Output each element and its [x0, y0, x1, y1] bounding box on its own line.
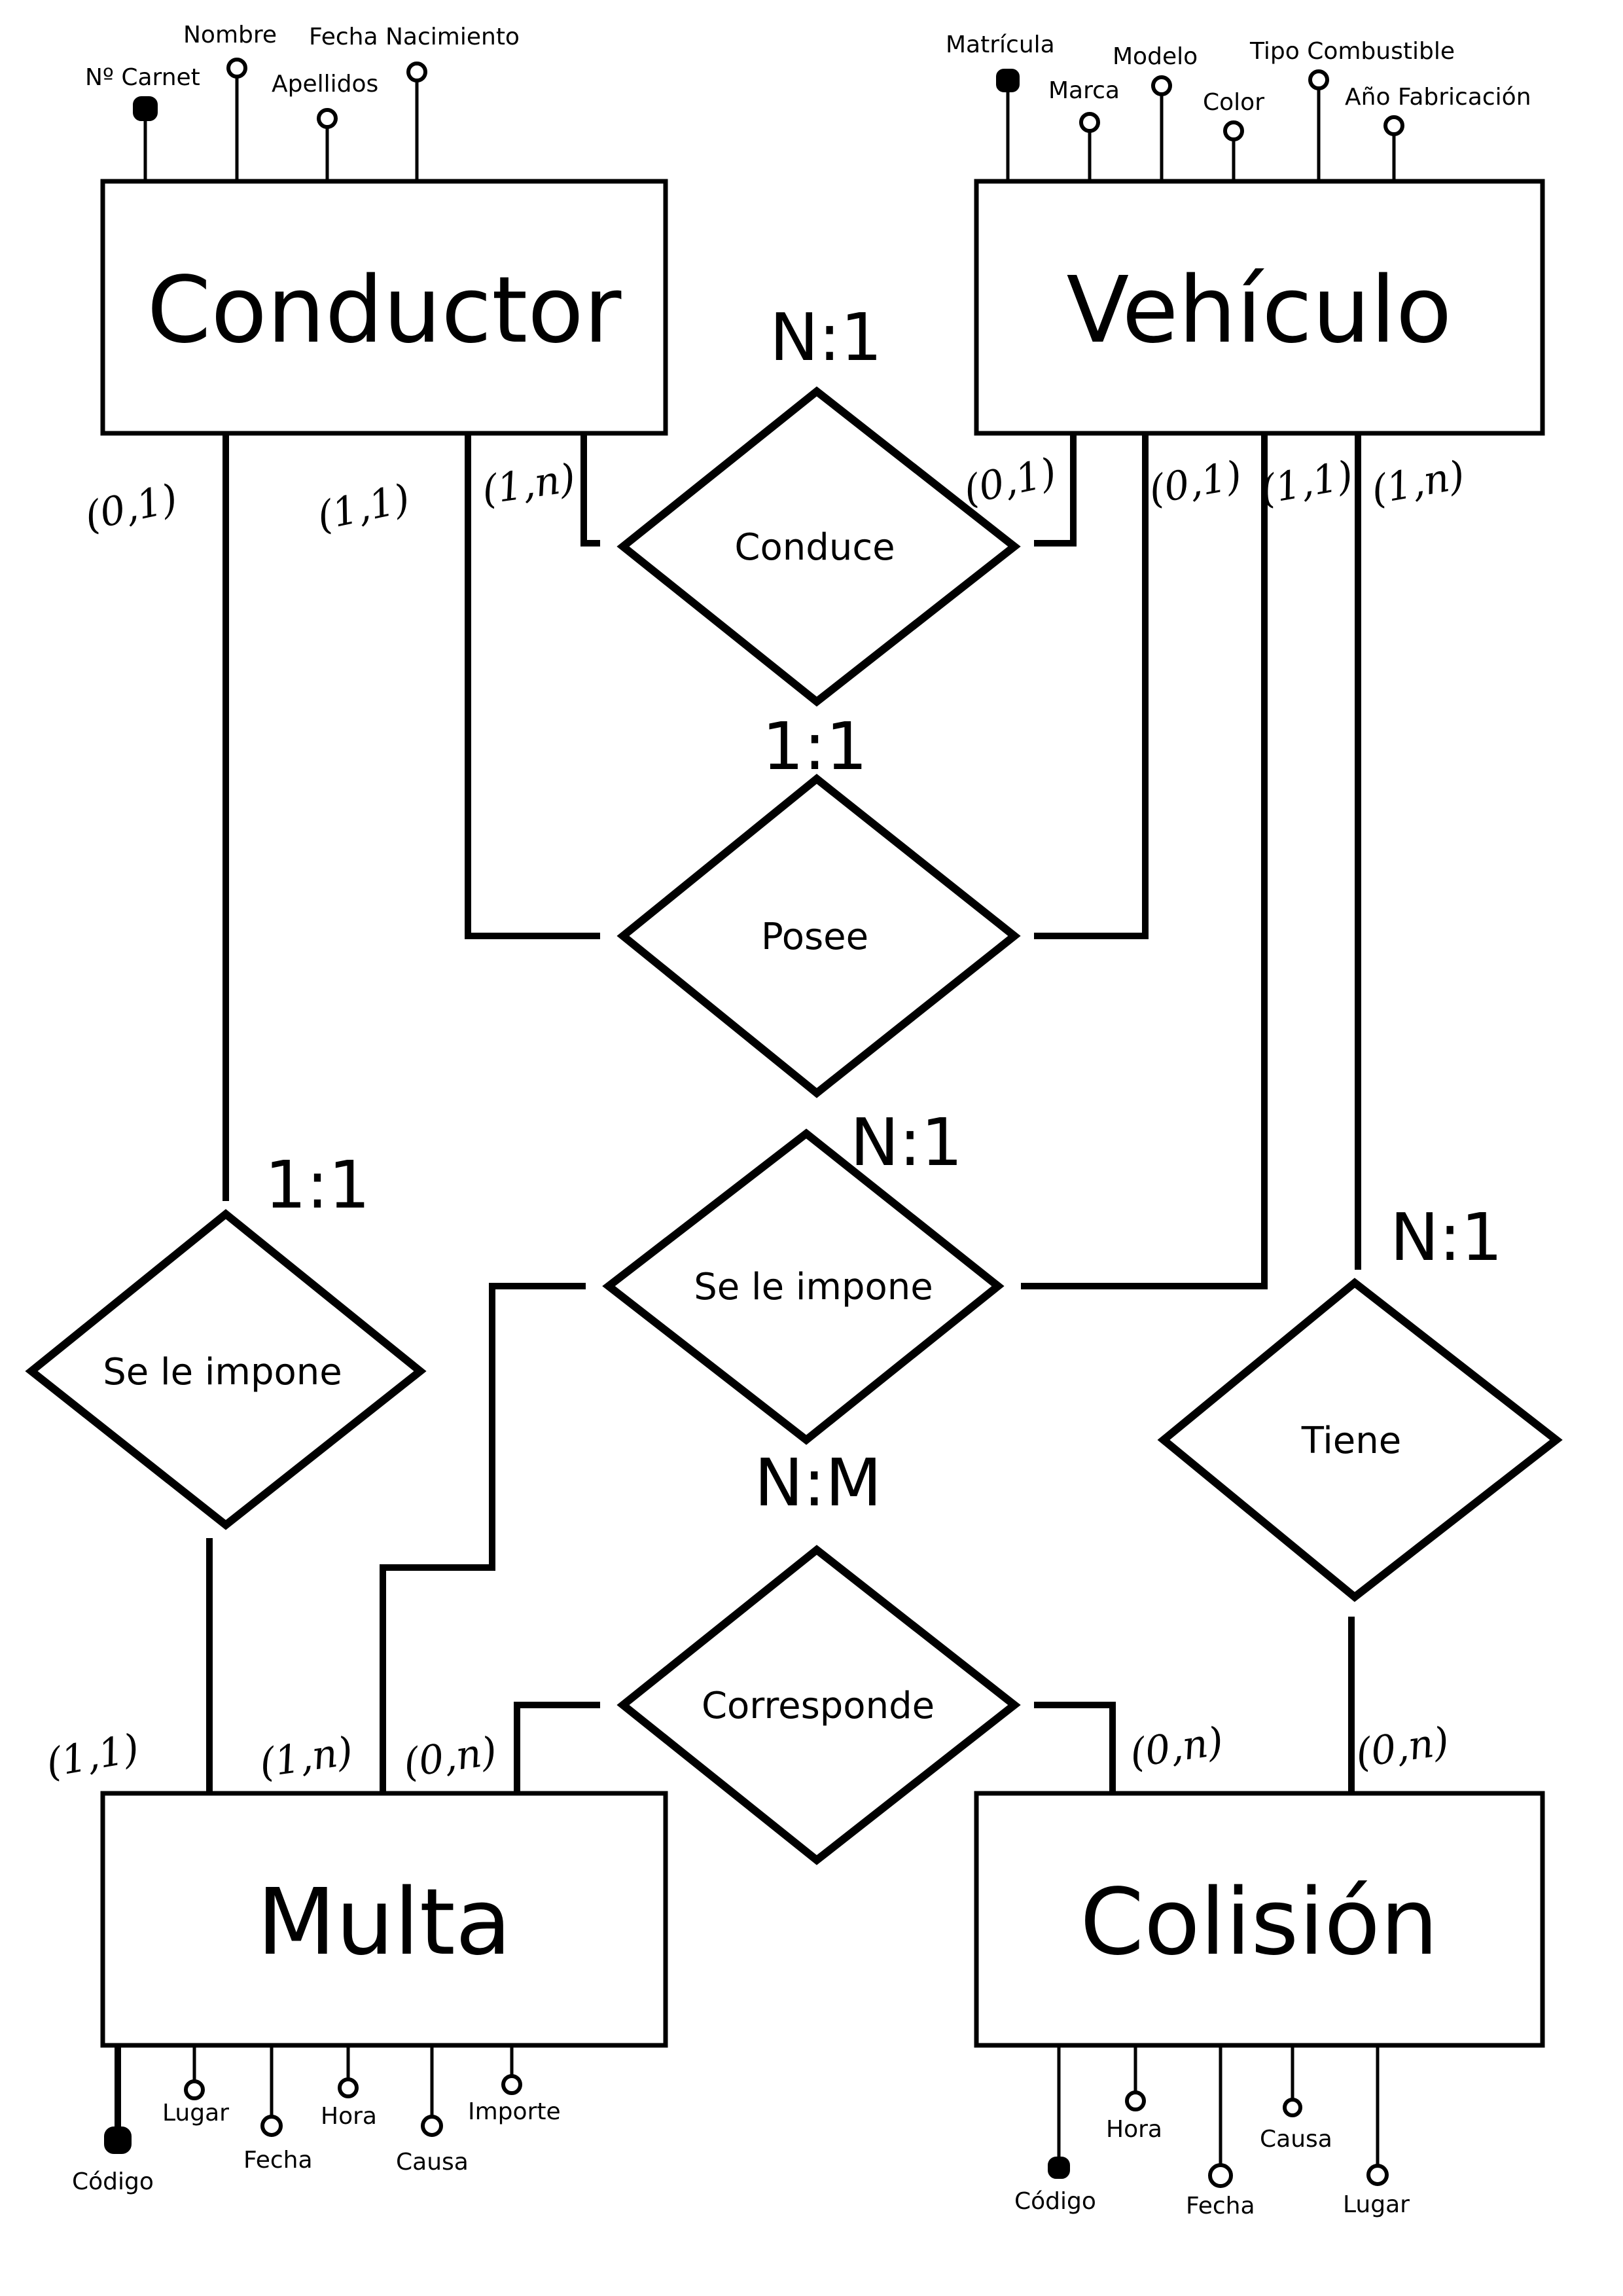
attribute-marker	[260, 2115, 283, 2137]
attribute-label: Causa	[396, 2149, 469, 2176]
participation-label: (0,n)	[1353, 1719, 1452, 1777]
participation-label: (0,n)	[401, 1729, 499, 1787]
attribute-marker	[501, 2074, 522, 2095]
attribute-marker	[184, 2079, 205, 2100]
attribute-marker	[1223, 120, 1244, 141]
attribute-key-marker	[1048, 2157, 1070, 2179]
cardinality-label: N:M	[755, 1444, 882, 1521]
attribute-label: Fecha Nacimiento	[309, 24, 520, 50]
relationship-tiene[interactable]: Tiene	[1157, 1278, 1563, 1602]
participation-label: (0,1)	[81, 476, 182, 540]
attribute-label: Código	[1014, 2188, 1096, 2215]
attribute-label: Marca	[1048, 77, 1120, 104]
attribute-label: Tipo Combustible	[1249, 38, 1455, 65]
attribute-marker	[1383, 115, 1404, 136]
attribute-label: Importe	[468, 2098, 561, 2125]
line-multa-corresponde	[514, 1702, 600, 1797]
line-conductor-conduce	[580, 432, 600, 547]
attribute-key-marker	[996, 69, 1020, 92]
attribute-labels-conductor: Nº Carnet Nombre Apellidos Fecha Nacimie…	[85, 22, 520, 98]
relationship-corresponde[interactable]: Corresponde	[616, 1545, 1021, 1865]
participation-label: (1,1)	[1257, 452, 1356, 514]
attribute-marker	[406, 62, 427, 82]
relationship-posee[interactable]: Posee	[616, 774, 1021, 1098]
connector-lines	[206, 432, 1361, 1797]
attributes-colision	[1048, 2045, 1389, 2188]
cardinality-labels: N:1 1:1 N:1 1:1 N:1 N:M	[265, 299, 1503, 1521]
entity-label: Colisión	[1080, 1869, 1438, 1976]
relationship-label: Corresponde	[702, 1685, 935, 1727]
attribute-label: Modelo	[1113, 43, 1198, 70]
participation-label: (0,1)	[960, 450, 1061, 514]
relationship-conduce[interactable]: Conduce	[616, 386, 1021, 707]
attribute-marker	[338, 2077, 359, 2098]
attribute-label: Hora	[1106, 2116, 1162, 2143]
attributes-conductor	[133, 58, 427, 180]
participation-label: (0,1)	[1145, 452, 1245, 514]
relationship-label: Conduce	[734, 526, 895, 569]
attribute-marker	[1151, 75, 1172, 96]
cardinality-label: N:1	[1390, 1199, 1503, 1276]
relationship-label: Se le impone	[694, 1266, 933, 1308]
participation-label: (1,n)	[257, 1729, 355, 1787]
relationship-se-le-impone-vehiculo[interactable]: Se le impone	[602, 1128, 1005, 1445]
entity-multa[interactable]: Multa	[100, 1791, 668, 2048]
relationship-label: Tiene	[1301, 1420, 1401, 1462]
attribute-marker	[1308, 69, 1329, 90]
relationship-se-le-impone-conductor[interactable]: Se le impone	[25, 1209, 427, 1530]
entity-label: Vehículo	[1067, 257, 1452, 364]
participation-label: (1,1)	[313, 476, 414, 540]
attribute-marker	[1208, 2163, 1233, 2188]
relationship-label: Se le impone	[103, 1351, 342, 1393]
attribute-label: Lugar	[1343, 2191, 1410, 2218]
attribute-label: Causa	[1260, 2126, 1332, 2153]
participation-label: (1,n)	[1368, 452, 1468, 514]
attribute-marker	[317, 108, 338, 129]
attribute-marker	[1079, 112, 1100, 133]
line-conductor-posee	[465, 432, 600, 939]
attribute-label: Fecha	[1186, 2193, 1255, 2219]
attribute-label: Color	[1203, 89, 1264, 116]
attribute-label: Lugar	[162, 2100, 229, 2126]
line-colision-corresponde	[1034, 1702, 1116, 1797]
attribute-key-marker	[133, 96, 158, 121]
attribute-marker	[1125, 2090, 1146, 2111]
attribute-label: Matrícula	[946, 31, 1055, 58]
cardinality-label: N:1	[850, 1104, 963, 1181]
attribute-label: Hora	[321, 2103, 377, 2130]
attribute-label: Apellidos	[272, 71, 378, 98]
attributes-vehiculo	[996, 69, 1404, 180]
line-vehiculo-impone	[1021, 432, 1268, 1289]
entity-colision[interactable]: Colisión	[974, 1791, 1545, 2048]
attribute-label: Nombre	[183, 22, 277, 48]
attribute-labels-vehiculo: Matrícula Marca Modelo Color Tipo Combus…	[946, 31, 1531, 116]
attribute-marker	[421, 2115, 443, 2137]
participation-label: (1,1)	[43, 1725, 142, 1787]
line-vehiculo-posee	[1034, 432, 1149, 939]
participation-label: (1,n)	[479, 456, 578, 514]
cardinality-label: 1:1	[265, 1147, 370, 1223]
attribute-label: Fecha	[243, 2147, 313, 2174]
attribute-marker	[1366, 2164, 1389, 2186]
line-vehiculo-conduce	[1034, 432, 1077, 547]
attribute-label: Código	[72, 2168, 154, 2195]
attribute-label: Año Fabricación	[1345, 84, 1531, 111]
attribute-labels-colision: Código Hora Fecha Causa Lugar	[1014, 2116, 1410, 2219]
entity-label: Conductor	[147, 257, 622, 364]
attribute-labels-multa: Código Lugar Fecha Hora Causa Importe	[72, 2098, 561, 2195]
attribute-label: Nº Carnet	[85, 64, 200, 91]
participation-label: (0,n)	[1127, 1719, 1226, 1777]
cardinality-label: N:1	[770, 299, 882, 376]
attribute-key-marker	[104, 2126, 132, 2154]
entity-label: Multa	[257, 1869, 511, 1976]
entity-conductor[interactable]: Conductor	[100, 179, 668, 436]
attribute-marker	[226, 58, 247, 79]
entity-vehiculo[interactable]: Vehículo	[974, 179, 1545, 436]
line-impone-center-multa	[380, 1283, 586, 1797]
relationship-label: Posee	[761, 916, 868, 958]
attributes-multa	[104, 2042, 522, 2154]
cardinality-label: 1:1	[762, 708, 868, 785]
attribute-marker	[1283, 2098, 1302, 2117]
